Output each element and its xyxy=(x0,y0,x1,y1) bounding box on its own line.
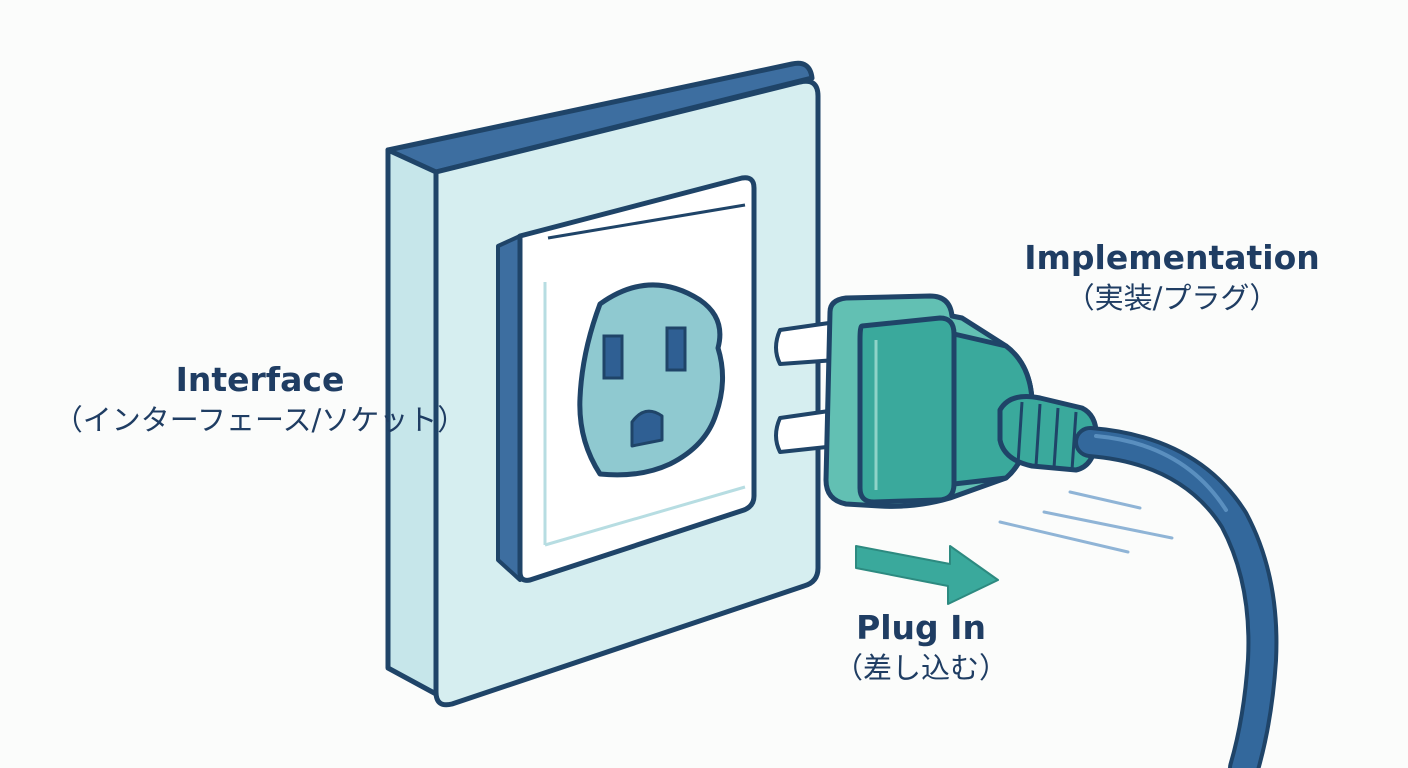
cable-icon xyxy=(1074,426,1279,768)
implementation-title: Implementation xyxy=(1024,238,1320,277)
implementation-subtitle: （実装/プラグ） xyxy=(1065,281,1279,315)
interface-title: Interface xyxy=(175,360,345,399)
interface-subtitle: （インターフェース/ソケット） xyxy=(53,403,467,437)
arrow-right-icon xyxy=(855,545,999,605)
wall-socket-icon xyxy=(385,60,821,708)
plug-in-label: Plug In （差し込む） xyxy=(816,608,1026,688)
plug-in-title: Plug In xyxy=(856,608,986,647)
plug-icon xyxy=(774,293,1099,509)
implementation-label: Implementation （実装/プラグ） xyxy=(1000,238,1344,318)
plug-in-subtitle: （差し込む） xyxy=(833,651,1008,685)
motion-lines xyxy=(998,490,1174,554)
interface-label: Interface （インターフェース/ソケット） xyxy=(30,360,490,440)
